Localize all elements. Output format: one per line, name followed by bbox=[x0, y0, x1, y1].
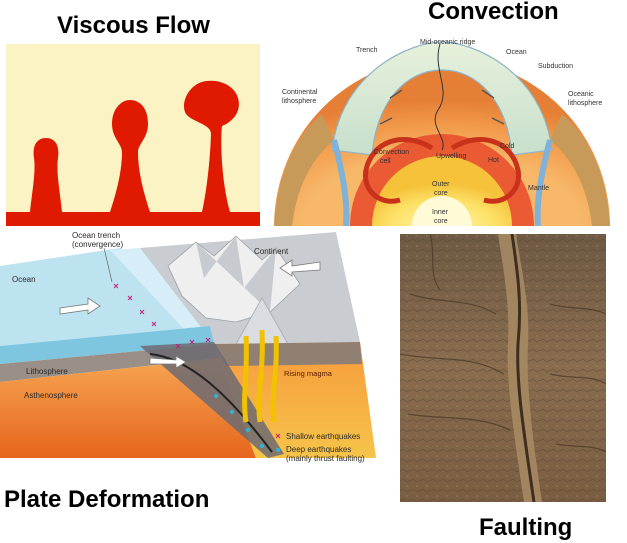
continent-motion-arrow bbox=[279, 259, 321, 277]
viscous-flow-illustration bbox=[6, 44, 260, 226]
magma-plume-1 bbox=[242, 335, 249, 423]
label-ocean: Ocean bbox=[506, 49, 527, 56]
deep-earthquake-markers bbox=[214, 394, 264, 448]
ocean-front-face bbox=[0, 326, 214, 364]
convection-arrow-left bbox=[362, 137, 434, 204]
label-core-outer: core bbox=[434, 190, 448, 197]
fault-scarp bbox=[498, 234, 542, 502]
heading-convection: Convection bbox=[428, 0, 559, 25]
ocean-layer bbox=[331, 41, 553, 156]
label-core-inner: core bbox=[434, 218, 448, 225]
plate-arrow-3 bbox=[379, 117, 393, 125]
plate-legend: Shallow earthquakes Deep earthquakes(mai… bbox=[275, 432, 365, 463]
label-lithosphere: Lithosphere bbox=[26, 367, 68, 376]
terrain-texture bbox=[400, 234, 606, 502]
subduction-motion-arrow bbox=[149, 355, 187, 369]
label-outer-core: Outer core bbox=[432, 181, 450, 197]
convection-arrow-right bbox=[450, 137, 522, 204]
ridge-line bbox=[434, 43, 444, 151]
legend-shallow-label: Shallow earthquakes bbox=[286, 432, 360, 441]
ocean-motion-arrow bbox=[59, 297, 101, 315]
label-oceanic: Oceanic bbox=[568, 91, 594, 98]
legend-deep-label: Deep earthquakes(mainly thrust faulting) bbox=[286, 445, 365, 463]
label-subduction: Subduction bbox=[538, 63, 573, 70]
fault-line bbox=[510, 234, 536, 502]
legend-deep-line2: (mainly thrust faulting) bbox=[286, 454, 365, 463]
plume-middle-stage bbox=[110, 100, 150, 212]
label-ocean-trench-line2: (convergence) bbox=[72, 240, 123, 249]
label-hot: Hot bbox=[488, 157, 499, 164]
label-inner-core: Inner core bbox=[432, 209, 449, 225]
magma-plume-2 bbox=[256, 329, 265, 423]
legend-deep-marker bbox=[276, 448, 280, 452]
heading-faulting: Faulting bbox=[479, 514, 573, 541]
label-lithosphere-left: lithosphere bbox=[282, 98, 316, 105]
label-outer: Outer bbox=[432, 181, 450, 188]
label-continent: Continent bbox=[254, 247, 289, 256]
heading-viscous-flow: Viscous Flow bbox=[57, 12, 210, 39]
plate-arrow-4 bbox=[491, 117, 505, 125]
label-upwelling: Upwelling bbox=[436, 153, 466, 160]
plume-early-stage bbox=[30, 138, 62, 212]
label-asthenosphere: Asthenosphere bbox=[24, 391, 78, 400]
label-oceanic-lithosphere: Oceanic lithosphere bbox=[568, 91, 602, 107]
legend-shallow-marker bbox=[275, 433, 281, 439]
convection-diagram: Trench Mid-oceanic ridge Ocean Subductio… bbox=[262, 30, 622, 226]
ocean-surface bbox=[0, 248, 210, 346]
subducting-slab-right bbox=[534, 139, 553, 226]
label-ocean-trench: Ocean trench(convergence) bbox=[72, 231, 123, 249]
label-continental-lithosphere: Continental lithosphere bbox=[282, 89, 318, 105]
label-ocean-trench-line1: Ocean trench bbox=[72, 231, 120, 240]
heading-plate-deformation: Plate Deformation bbox=[4, 486, 210, 513]
magma-plume-3 bbox=[270, 335, 279, 423]
label-mantle: Mantle bbox=[528, 185, 549, 192]
label-ocean-plate: Ocean bbox=[12, 275, 36, 284]
plate-deformation-diagram: Ocean trench(convergence) Ocean Continen… bbox=[0, 226, 396, 482]
plume-late-stage bbox=[183, 80, 239, 212]
continental-crust-left bbox=[274, 114, 334, 226]
shallow-earthquake-markers bbox=[113, 283, 211, 349]
label-continental: Continental bbox=[282, 89, 318, 96]
faulting-photo bbox=[400, 234, 606, 502]
label-mid-oceanic-ridge: Mid-oceanic ridge bbox=[420, 39, 475, 46]
continental-crust-right bbox=[550, 114, 610, 226]
plate-arrow-2 bbox=[481, 89, 495, 99]
legend-deep-line1: Deep earthquakes bbox=[286, 445, 351, 454]
label-convection-cell: Convection cell bbox=[374, 149, 409, 165]
trench-leader-line bbox=[103, 247, 113, 283]
subducting-slab-left bbox=[331, 139, 350, 226]
plate-arrow-1 bbox=[389, 89, 403, 99]
plume-source-layer bbox=[6, 212, 260, 226]
outer-core bbox=[372, 156, 512, 226]
erosion-gullies bbox=[400, 234, 606, 453]
label-convection: Convection bbox=[374, 149, 409, 156]
trench-zone bbox=[110, 248, 214, 342]
inner-core bbox=[412, 196, 472, 226]
label-lithosphere-right: lithosphere bbox=[568, 100, 602, 107]
continental-crust-layer bbox=[214, 342, 362, 366]
slab-thrust-line bbox=[149, 353, 273, 453]
label-inner: Inner bbox=[432, 209, 449, 216]
mountain-shading bbox=[196, 236, 276, 312]
label-trench: Trench bbox=[356, 47, 378, 54]
label-rising-magma: Rising magma bbox=[284, 369, 333, 378]
label-cold: Cold bbox=[500, 143, 515, 150]
label-cell: cell bbox=[380, 158, 391, 165]
